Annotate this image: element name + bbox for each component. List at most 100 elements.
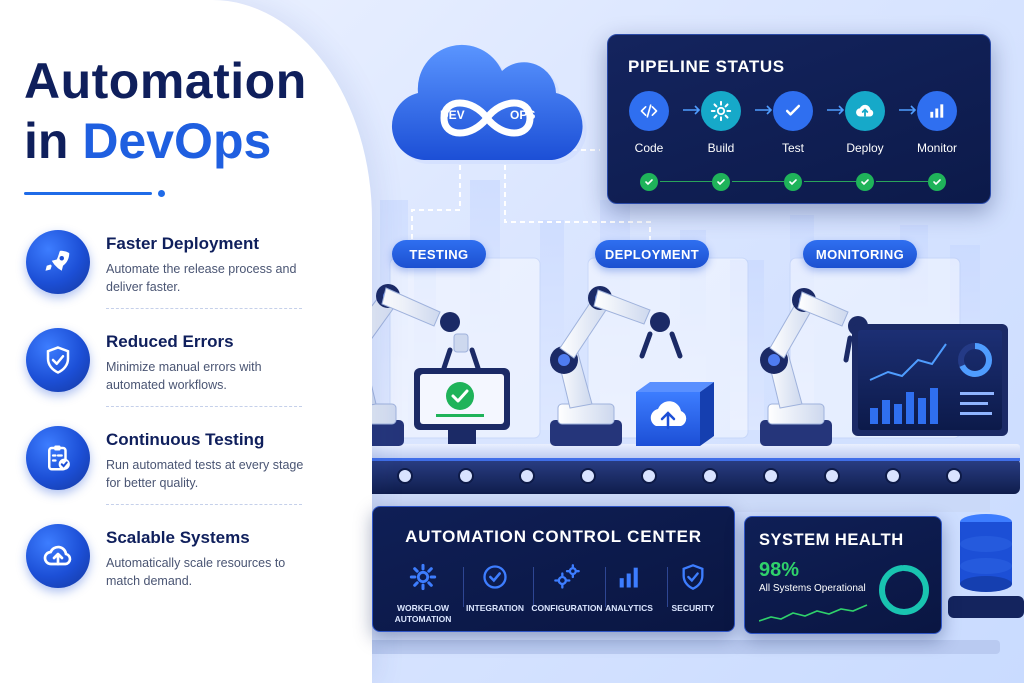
title-underline	[24, 192, 152, 195]
system-health-title: SYSTEM HEALTH	[759, 531, 904, 549]
control-item-integration[interactable]: INTEGRATION	[459, 563, 531, 629]
pill-deployment[interactable]: DEPLOYMENT	[595, 240, 709, 268]
stage-code[interactable]: Code	[614, 91, 684, 201]
control-item-label: ANALYTICS	[605, 603, 653, 613]
control-item-configuration[interactable]: CONFIGURATION	[531, 563, 603, 629]
benefit-title: Scalable Systems	[106, 528, 250, 547]
benefit-divider	[106, 406, 302, 407]
status-connector	[732, 181, 784, 182]
benefit-title: Reduced Errors	[106, 332, 234, 351]
control-divider	[463, 567, 464, 607]
control-center-title: AUTOMATION CONTROL CENTER	[405, 527, 702, 546]
gear-icon	[701, 91, 741, 131]
stage-label: Code	[634, 141, 664, 155]
control-item-label: INTEGRATION	[466, 603, 524, 613]
status-connector	[660, 181, 712, 182]
rocket-icon	[26, 230, 90, 294]
stage-deploy[interactable]: Deploy	[830, 91, 900, 201]
benefit-divider	[106, 504, 302, 505]
stage-build[interactable]: Build	[686, 91, 756, 201]
cloud-upload-icon	[26, 524, 90, 588]
cloud-label-ops: OPS	[510, 108, 536, 122]
automation-control-center: AUTOMATION CONTROL CENTER WORKFLOW AUTOM…	[372, 506, 735, 632]
connector-testing	[411, 165, 461, 240]
benefit-scalable-systems: Scalable Systems Automatically scale res…	[26, 522, 346, 614]
arrow-right-icon	[755, 105, 773, 115]
bar-chart-icon	[619, 567, 638, 588]
system-health-status: All Systems Operational	[759, 583, 866, 594]
robot-arm-monitoring	[760, 288, 881, 446]
pill-monitoring[interactable]: MONITORING	[803, 240, 917, 268]
benefit-desc: Run automated tests at every stage for b…	[106, 458, 304, 490]
bar-chart-icon	[917, 91, 957, 131]
control-item-label: CONFIGURATION	[531, 603, 603, 613]
health-gauge	[879, 565, 929, 615]
health-sparkline	[759, 604, 868, 622]
checkmark-icon	[773, 91, 813, 131]
system-health-percent: 98%	[759, 559, 800, 581]
health-gauge-fill	[879, 565, 929, 615]
pill-testing[interactable]: TESTING	[392, 240, 486, 268]
benefit-title: Faster Deployment	[106, 234, 260, 253]
benefit-divider	[106, 308, 302, 309]
stage-label: Deploy	[846, 141, 884, 155]
benefit-reduced-errors: Reduced Errors Minimize manual errors wi…	[26, 326, 346, 418]
pipeline-status-panel: PIPELINE STATUS Code Build Test Deploy	[607, 34, 991, 204]
cloud-upload-icon	[845, 91, 885, 131]
check-circle-icon	[483, 565, 507, 589]
test-monitor	[414, 368, 510, 444]
benefit-continuous-testing: Continuous Testing Run automated tests a…	[26, 424, 346, 516]
control-item-workflow[interactable]: WORKFLOW AUTOMATION	[387, 563, 459, 629]
cloud-label-dev: DEV	[440, 108, 465, 122]
connector-deployment	[504, 165, 651, 240]
page-title-prefix: in	[24, 113, 83, 169]
system-health-panel: SYSTEM HEALTH 98% All Systems Operationa…	[744, 516, 942, 634]
control-divider	[667, 567, 668, 607]
check-icon	[640, 173, 658, 191]
clipboard-check-icon	[26, 426, 90, 490]
control-divider	[533, 567, 534, 607]
arrow-right-icon	[683, 105, 701, 115]
gears-icon	[554, 564, 580, 589]
cloud-shape	[391, 44, 587, 164]
benefit-desc: Minimize manual errors with automated wo…	[106, 360, 262, 392]
stage-label: Monitor	[916, 141, 957, 155]
benefit-title: Continuous Testing	[106, 430, 265, 449]
pipeline-title: PIPELINE STATUS	[628, 57, 785, 76]
control-item-security[interactable]: SECURITY	[657, 563, 729, 629]
benefit-desc: Automate the release process and deliver…	[106, 262, 297, 294]
stage-label: Build	[707, 141, 735, 155]
page-title-accent: DevOps	[82, 113, 272, 169]
page-title-line2: in DevOps	[24, 112, 271, 170]
shield-check-icon	[682, 564, 704, 590]
control-item-label: SECURITY	[671, 603, 715, 613]
conveyor-belt	[300, 444, 1020, 654]
check-icon	[784, 173, 802, 191]
control-divider	[605, 567, 606, 607]
gear-icon	[409, 563, 437, 591]
page-title-line1: Automation	[24, 53, 307, 109]
benefit-faster-deployment: Faster Deployment Automate the release p…	[26, 228, 346, 320]
analytics-monitor	[852, 324, 1008, 436]
benefit-desc: Automatically scale resources to match d…	[106, 556, 286, 588]
stage-test[interactable]: Test	[758, 91, 828, 201]
devops-cloud: DEV OPS	[384, 28, 594, 168]
shield-check-icon	[26, 328, 90, 392]
control-item-label: WORKFLOW AUTOMATION	[394, 603, 452, 624]
check-icon	[928, 173, 946, 191]
arrow-right-icon	[899, 105, 917, 115]
control-item-analytics[interactable]: ANALYTICS	[593, 563, 665, 629]
code-icon	[629, 91, 669, 131]
arrow-right-icon	[827, 105, 845, 115]
robot-arm-deployment	[550, 286, 683, 446]
status-connector	[804, 181, 856, 182]
check-icon	[712, 173, 730, 191]
database-icon	[948, 514, 1024, 618]
status-connector	[876, 181, 928, 182]
stage-label: Test	[781, 141, 804, 155]
deploy-box	[636, 382, 714, 446]
title-dot	[158, 190, 165, 197]
stage-monitor[interactable]: Monitor	[902, 91, 972, 201]
check-icon	[856, 173, 874, 191]
infinity-icon	[440, 99, 534, 137]
